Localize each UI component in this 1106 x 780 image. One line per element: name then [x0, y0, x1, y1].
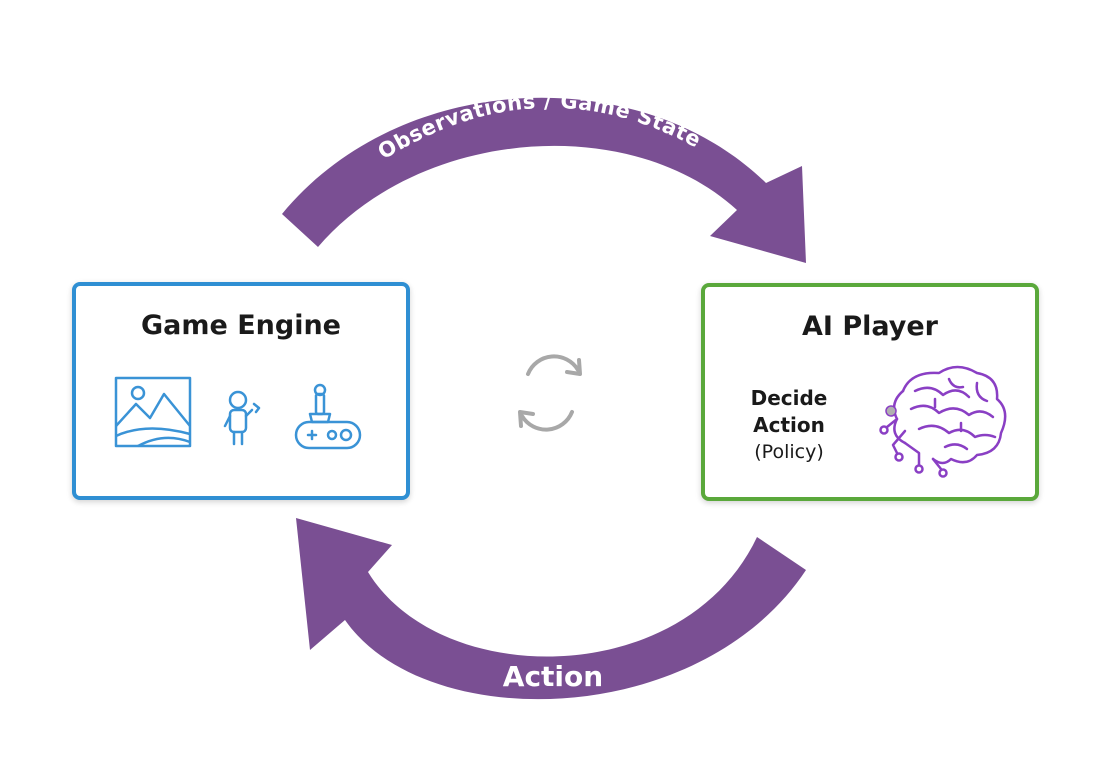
brain-circuit-icon — [879, 365, 1007, 478]
landscape-image-icon — [114, 376, 192, 448]
game-controller-icon — [294, 383, 362, 450]
circuit-node-dot — [885, 405, 897, 417]
game-engine-icons — [114, 376, 362, 450]
policy-text: Decide Action (Policy) — [729, 385, 849, 466]
policy-line-3: (Policy) — [754, 441, 824, 463]
observations-arrow — [282, 97, 806, 264]
game-engine-box: Game Engine — [72, 282, 410, 500]
policy-line-2: Action — [753, 413, 825, 437]
character-icon — [223, 390, 261, 446]
refresh-cycle-icon — [518, 354, 582, 432]
action-arrow — [296, 518, 806, 700]
ai-player-box: AI Player Decide Action (Policy) — [701, 283, 1039, 501]
policy-line-1: Decide — [750, 386, 828, 410]
ai-player-title: AI Player — [801, 311, 938, 342]
game-engine-title: Game Engine — [140, 310, 341, 341]
action-arrow-label: Action — [503, 660, 603, 693]
ai-player-icons — [879, 365, 1007, 478]
